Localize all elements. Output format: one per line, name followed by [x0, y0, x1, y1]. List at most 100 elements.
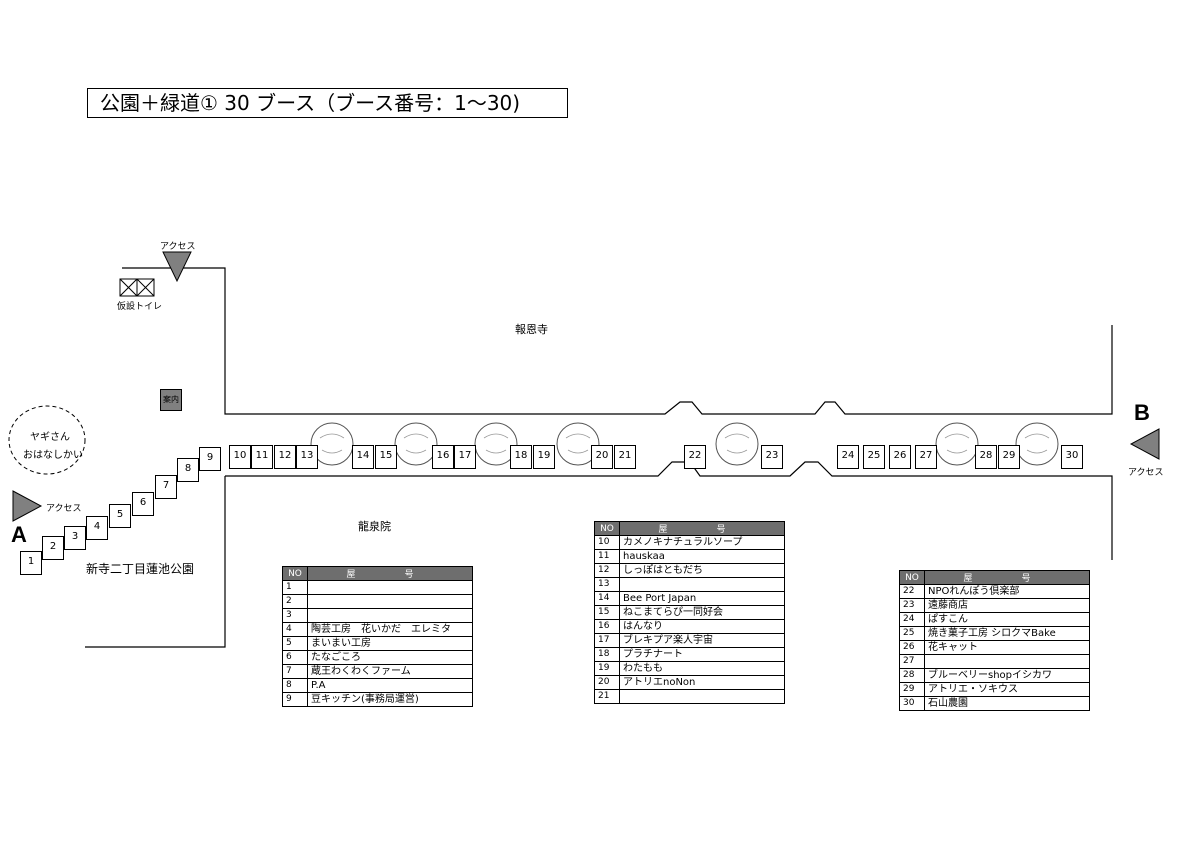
access-arrow-a-icon	[12, 490, 43, 522]
booth-no: 9	[282, 692, 308, 707]
booth-no: 28	[899, 668, 925, 683]
toilet-label: 仮設トイレ	[117, 302, 163, 312]
booth-no: 7	[282, 664, 308, 679]
table-row: 13	[594, 577, 785, 592]
booth-12: 12	[274, 445, 296, 469]
booth-name: たなごころ	[307, 650, 473, 665]
booth-no: 6	[282, 650, 308, 665]
booth-20: 20	[591, 445, 613, 469]
booth-23: 23	[761, 445, 783, 469]
tree-icon	[935, 422, 979, 466]
booth-8: 8	[177, 458, 199, 482]
header-name: 屋 号	[619, 521, 785, 536]
page-title: 公園＋緑道① 30 ブース（ブース番号：1〜30)	[87, 88, 568, 118]
booth-name	[307, 594, 473, 609]
booth-name: 豆キッチン(事務局運営)	[307, 692, 473, 707]
booth-name	[307, 608, 473, 623]
header-no: NO	[282, 566, 308, 581]
booth-no: 2	[282, 594, 308, 609]
booth-no: 26	[899, 640, 925, 655]
booth-no: 25	[899, 626, 925, 641]
entrance-b-label: B	[1134, 400, 1150, 425]
booth-no: 24	[899, 612, 925, 627]
booth-6: 6	[132, 492, 154, 516]
booth-name: わたもも	[619, 661, 785, 676]
header-name: 屋 号	[924, 570, 1090, 585]
access-top-label: アクセス	[160, 242, 196, 252]
tree-icon	[310, 422, 354, 466]
booth-name: アトリエ・ソキウス	[924, 682, 1090, 697]
booth-name: 焼き菓子工房 シロクマBake	[924, 626, 1090, 641]
temple-south-label: 龍泉院	[358, 520, 391, 533]
table-row: 2	[282, 594, 473, 609]
booth-no: 21	[594, 689, 620, 704]
booth-name: 花キャット	[924, 640, 1090, 655]
access-a-label: アクセス	[46, 504, 82, 514]
booth-no: 8	[282, 678, 308, 693]
table-row: 27	[899, 654, 1090, 669]
booth-22: 22	[684, 445, 706, 469]
booth-no: 14	[594, 591, 620, 606]
booth-19: 19	[533, 445, 555, 469]
header-name: 屋 号	[307, 566, 473, 581]
booth-no: 3	[282, 608, 308, 623]
booth-name: まいまい工房	[307, 636, 473, 651]
toilet-icon	[119, 278, 155, 297]
access-arrow-b-icon	[1129, 428, 1160, 460]
booth-no: 18	[594, 647, 620, 662]
booth-name	[924, 654, 1090, 669]
booth-no: 4	[282, 622, 308, 637]
booth-name: ブレキプア楽人宇宙	[619, 633, 785, 648]
goat-line2: おはなしかい	[23, 450, 83, 461]
booth-7: 7	[155, 475, 177, 499]
booth-name	[619, 689, 785, 704]
booth-3: 3	[64, 526, 86, 550]
header-no: NO	[899, 570, 925, 585]
booth-2: 2	[42, 536, 64, 560]
booth-no: 16	[594, 619, 620, 634]
tree-icon	[556, 422, 600, 466]
booth-name: 蔵王わくわくファーム	[307, 664, 473, 679]
booth-16: 16	[432, 445, 454, 469]
booth-no: 10	[594, 535, 620, 550]
booth-name: アトリエnoNon	[619, 675, 785, 690]
entrance-a-label: A	[11, 522, 27, 547]
booth-26: 26	[889, 445, 911, 469]
tree-icon	[474, 422, 518, 466]
booth-11: 11	[251, 445, 273, 469]
table-row: 1	[282, 580, 473, 595]
booth-no: 30	[899, 696, 925, 711]
booth-1: 1	[20, 551, 42, 575]
booth-name: しっぽはともだち	[619, 563, 785, 578]
booth-27: 27	[915, 445, 937, 469]
header-no: NO	[594, 521, 620, 536]
booth-name: NPOれんぽう倶楽部	[924, 584, 1090, 599]
booth-no: 19	[594, 661, 620, 676]
booth-name	[619, 577, 785, 592]
booth-name: hauskaa	[619, 549, 785, 564]
temple-north-label: 報恩寺	[515, 323, 548, 336]
tree-icon	[715, 422, 759, 466]
booth-no: 23	[899, 598, 925, 613]
booth-15: 15	[375, 445, 397, 469]
access-b-label: アクセス	[1128, 468, 1164, 478]
booth-name: はんなり	[619, 619, 785, 634]
booth-5: 5	[109, 504, 131, 528]
